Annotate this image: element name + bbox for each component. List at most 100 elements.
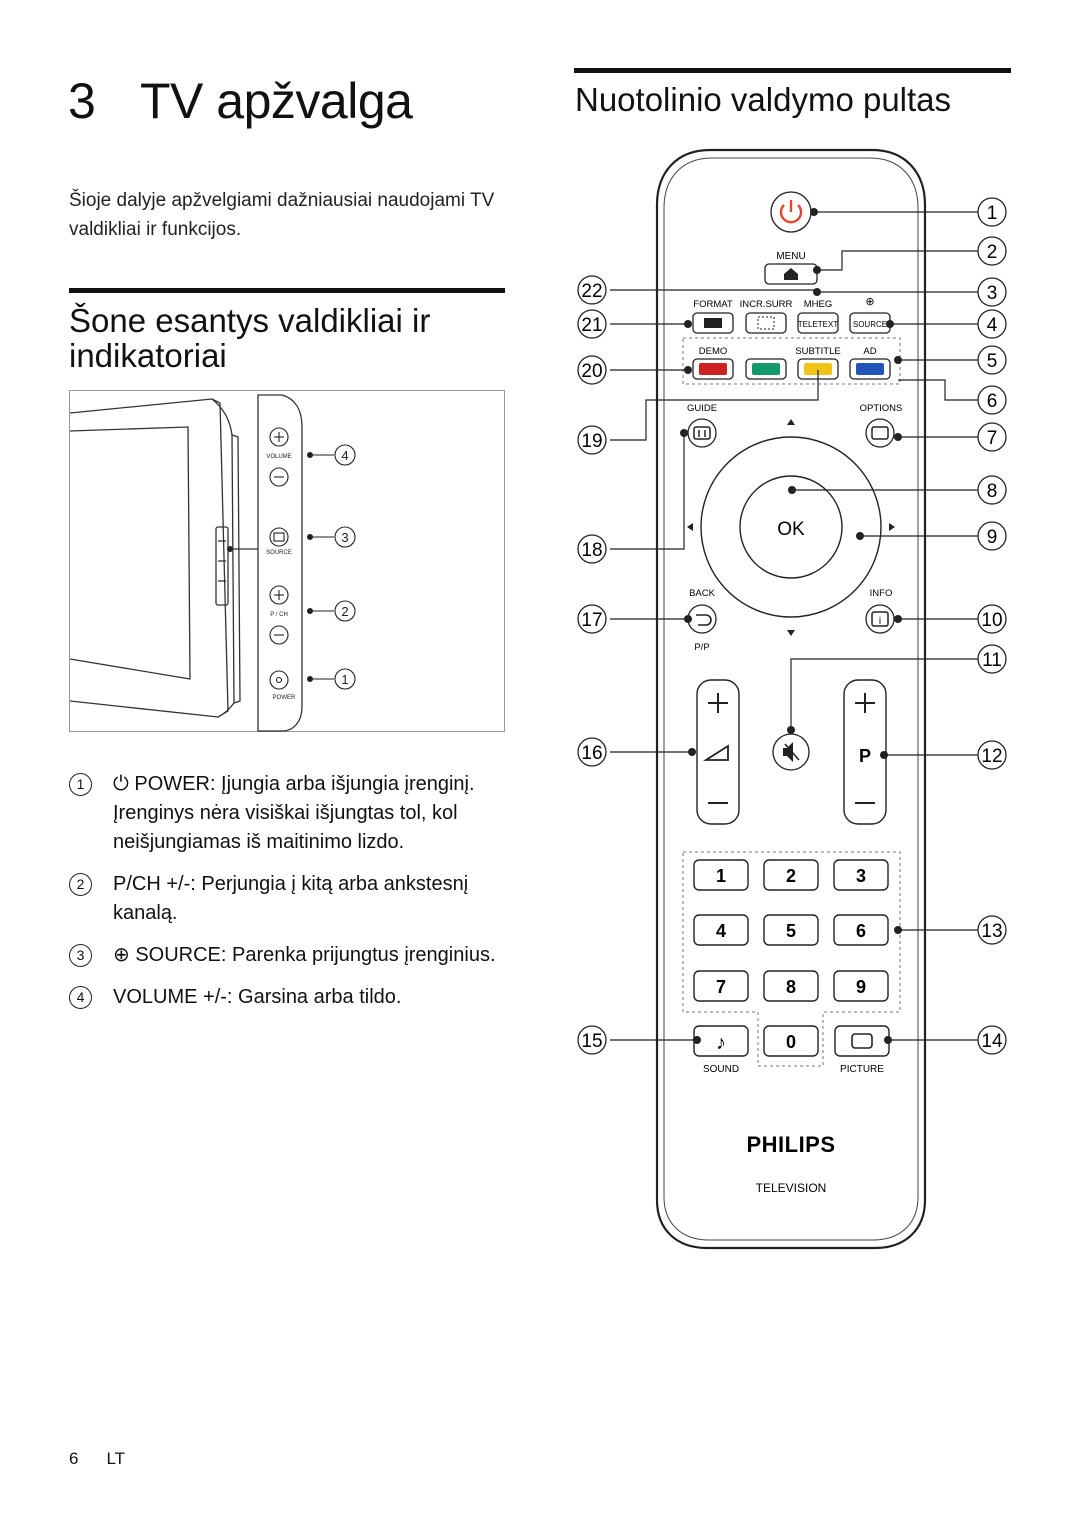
sound-label: SOUND bbox=[703, 1064, 739, 1075]
up-arrow-icon[interactable] bbox=[787, 419, 795, 425]
callout-circle bbox=[977, 345, 1007, 375]
language-code: LT bbox=[106, 1449, 126, 1468]
digit-1-label: 1 bbox=[716, 866, 726, 886]
digit-0-button[interactable] bbox=[763, 1025, 819, 1057]
picture-icon bbox=[851, 1033, 873, 1049]
callout-circle bbox=[977, 740, 1007, 770]
list-item: 3 ⊕ SOURCE: Parenka prijungtus įrenginiu… bbox=[69, 941, 509, 970]
teletext-label: TELETEXT bbox=[798, 320, 839, 329]
callout-18: 18 bbox=[581, 540, 602, 561]
green-button[interactable] bbox=[745, 358, 787, 380]
callout-1: 1 bbox=[341, 672, 348, 687]
red-key bbox=[699, 363, 727, 375]
guide-button[interactable] bbox=[687, 418, 717, 448]
callout-12: 12 bbox=[981, 746, 1002, 767]
callout-2: 2 bbox=[341, 604, 348, 619]
item-number: 3 bbox=[69, 944, 92, 967]
digit-1-button[interactable] bbox=[693, 859, 749, 891]
mute-icon bbox=[783, 742, 793, 762]
callout-4: 4 bbox=[987, 315, 998, 336]
picture-label: PICTURE bbox=[840, 1064, 884, 1075]
options-button[interactable] bbox=[865, 418, 895, 448]
item-number: 1 bbox=[69, 773, 92, 796]
callout-4: 4 bbox=[341, 448, 348, 463]
brand-subtitle: TELEVISION bbox=[756, 1181, 827, 1195]
callout-20: 20 bbox=[581, 361, 602, 382]
teletext-button[interactable] bbox=[797, 312, 839, 334]
picture-button[interactable] bbox=[834, 1025, 890, 1057]
callout-circle bbox=[577, 737, 607, 767]
digit-4-button[interactable] bbox=[693, 914, 749, 946]
item-text: POWER: Įjungia arba išjungia įrenginį. Į… bbox=[113, 773, 475, 853]
callout-16: 16 bbox=[581, 743, 602, 764]
callout-circle bbox=[577, 604, 607, 634]
callout-circle bbox=[577, 275, 607, 305]
ad-label: AD bbox=[863, 346, 876, 357]
panel-label-pch: P / CH bbox=[270, 612, 288, 618]
item-number: 4 bbox=[69, 986, 92, 1009]
digit-2-button[interactable] bbox=[763, 859, 819, 891]
left-arrow-icon[interactable] bbox=[687, 523, 693, 531]
remote-control-diagram: MENU FORMAT INCR.SURR MHEG ⊕ TELETEXT SO… bbox=[577, 148, 1007, 1250]
digit-5-label: 5 bbox=[786, 921, 796, 941]
digit-9-button[interactable] bbox=[833, 970, 889, 1002]
digit-6-button[interactable] bbox=[833, 914, 889, 946]
callout-circle bbox=[577, 534, 607, 564]
callout-circle bbox=[977, 475, 1007, 505]
digit-9-label: 9 bbox=[856, 977, 866, 997]
callout-21: 21 bbox=[581, 315, 602, 336]
nav-ring[interactable] bbox=[700, 436, 882, 618]
chapter-number: 3 bbox=[68, 73, 96, 129]
tv-side-drawing: VOLUME SOURCE P / CH POWER 4 3 2 1 bbox=[69, 394, 356, 732]
back-label: BACK bbox=[689, 588, 716, 599]
callout-22: 22 bbox=[581, 281, 602, 302]
color-keys-group bbox=[682, 337, 901, 385]
callout-circle bbox=[977, 385, 1007, 415]
volume-rocker[interactable] bbox=[696, 679, 740, 825]
format-button[interactable] bbox=[692, 312, 734, 334]
back-icon bbox=[696, 614, 712, 626]
item-text: VOLUME +/-: Garsina arba tildo. bbox=[113, 986, 402, 1008]
pp-label: P/P bbox=[694, 642, 709, 653]
digit-7-button[interactable] bbox=[693, 970, 749, 1002]
callout-circle bbox=[977, 422, 1007, 452]
callout-2: 2 bbox=[987, 242, 998, 263]
panel-label-volume: VOLUME bbox=[266, 454, 291, 460]
p-label: P bbox=[859, 746, 871, 766]
ok-button[interactable] bbox=[739, 475, 843, 579]
down-arrow-icon[interactable] bbox=[787, 630, 795, 636]
info-icon: i bbox=[879, 616, 881, 627]
digit-6-label: 6 bbox=[856, 921, 866, 941]
info-label: INFO bbox=[870, 588, 893, 599]
list-item: 1 ⏻ POWER: Įjungia arba išjungia įrengin… bbox=[69, 770, 509, 857]
callout-8: 8 bbox=[987, 481, 998, 502]
options-label: OPTIONS bbox=[860, 403, 903, 414]
callout-3: 3 bbox=[987, 283, 998, 304]
digit-5-button[interactable] bbox=[763, 914, 819, 946]
remote-body bbox=[655, 148, 927, 1250]
digit-0-label: 0 bbox=[786, 1032, 796, 1052]
digit-3-button[interactable] bbox=[833, 859, 889, 891]
incr-surr-label: INCR.SURR bbox=[740, 299, 793, 310]
red-button[interactable] bbox=[692, 358, 734, 380]
callout-5: 5 bbox=[987, 351, 998, 372]
right-arrow-icon[interactable] bbox=[889, 523, 895, 531]
demo-label: DEMO bbox=[699, 346, 728, 357]
callout-circle bbox=[977, 277, 1007, 307]
callout-circle bbox=[977, 604, 1007, 634]
callout-circle bbox=[577, 425, 607, 455]
source-icon: ⊕ bbox=[865, 296, 874, 308]
side-controls-heading: Šone esantys valdikliai ir indikatoriai bbox=[69, 302, 431, 374]
callout-circle bbox=[977, 197, 1007, 227]
digit-8-button[interactable] bbox=[763, 970, 819, 1002]
list-item: 2 P/CH +/-: Perjungia į kitą arba ankste… bbox=[69, 870, 509, 928]
callout-13: 13 bbox=[981, 921, 1002, 942]
incr-surr-button[interactable] bbox=[745, 312, 787, 334]
blue-button[interactable] bbox=[849, 358, 891, 380]
green-key bbox=[752, 363, 780, 375]
source-icon: ⊕ bbox=[113, 944, 130, 966]
callout-17: 17 bbox=[581, 610, 602, 631]
panel-label-power: POWER bbox=[273, 695, 296, 701]
back-button[interactable] bbox=[687, 604, 717, 634]
